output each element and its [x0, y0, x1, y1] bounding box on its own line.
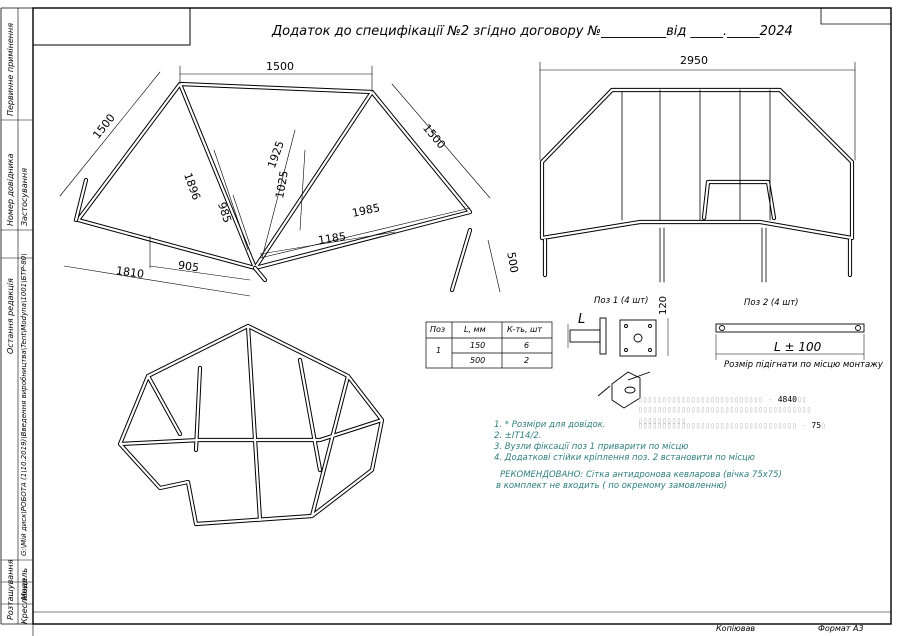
tent-iso-view: [117, 323, 385, 527]
side-label-first-use: Первинне примінення: [6, 22, 15, 116]
table-header-pos: Поз: [430, 325, 446, 334]
table-row1-qty: 6: [524, 341, 530, 350]
measurement-value-2: ▯▯▯▯▯▯▯▯▯▯▯▯▯▯▯▯▯▯▯▯▯▯▯▯▯▯▯▯▯▯▯▯▯ - 75▯: [638, 421, 826, 430]
dim-1500-top: 1500: [266, 60, 294, 73]
part2-bar-drawing: [715, 323, 865, 360]
note-2: 2. ±IT14/2.: [494, 431, 542, 441]
recommendation-line-1: РЕКОМЕНДОВАНО: Сітка антидронова кевларо…: [500, 470, 782, 480]
part2-label: Поз 2 (4 шт): [744, 298, 799, 308]
note-3: 3. Вузли фіксації поз 1 приварити по міс…: [494, 442, 689, 452]
side-label-format-design: Розташування: [6, 559, 15, 620]
note-1: 1. * Розміри для довідок.: [494, 420, 606, 430]
part2-note: Розмір підігнати по місцю монтажу: [724, 360, 883, 370]
side-label-drawing: Креслення: [20, 578, 29, 624]
table-row1-length: 150: [470, 341, 486, 350]
sheet-frame: [0, 7, 892, 636]
recommendation-line-2: в комплект не входить ( по окремому замо…: [496, 481, 728, 491]
part1-label: Поз 1 (4 шт): [594, 296, 649, 306]
part1-height-dim: 120: [658, 295, 670, 316]
part2-length-dim: L ± 100: [774, 340, 822, 354]
footer-format: Формат А3: [818, 624, 864, 633]
spec-table-grid: [425, 321, 553, 369]
isometric-frame-view: [59, 65, 501, 297]
measurement-filler: ▯▯▯▯▯▯▯▯▯▯▯▯▯▯▯▯▯▯▯▯▯▯▯▯▯▯▯▯▯▯▯▯▯▯▯▯▯▯▯▯…: [638, 405, 812, 425]
footer-copied: Копіював: [716, 624, 756, 633]
measurement-value-1: ▯▯▯▯▯▯▯▯▯▯▯▯▯▯▯▯▯▯▯▯▯▯▯▯▯▯ - 4840▯▯: [638, 395, 807, 404]
table-pos-value: 1: [436, 346, 442, 355]
note-4: 4. Додаткові стійки кріплення поз. 2 вст…: [494, 453, 755, 463]
table-header-qty: К-ть, шт: [507, 325, 543, 334]
side-label-ref-number: Номер довідника: [6, 153, 15, 226]
side-label-file-path: G:\Мій диск\РОБОТА (1\10.2019)\Введення …: [20, 253, 28, 556]
sheet-title: Додаток до специфікації №2 згідно догово…: [272, 24, 793, 39]
dim-2950: 2950: [680, 54, 708, 67]
side-label-ref-application: Застосування: [20, 167, 29, 226]
part1-bracket-drawing: [567, 317, 669, 409]
table-header-length: L, мм: [464, 325, 486, 334]
part1-l-dim: L: [578, 312, 586, 327]
table-row2-length: 500: [470, 356, 486, 365]
table-row2-qty: 2: [524, 356, 530, 365]
side-label-last-edit: Остання редакція: [6, 278, 15, 354]
front-view: [539, 61, 856, 283]
dim-905: 905: [177, 258, 200, 275]
